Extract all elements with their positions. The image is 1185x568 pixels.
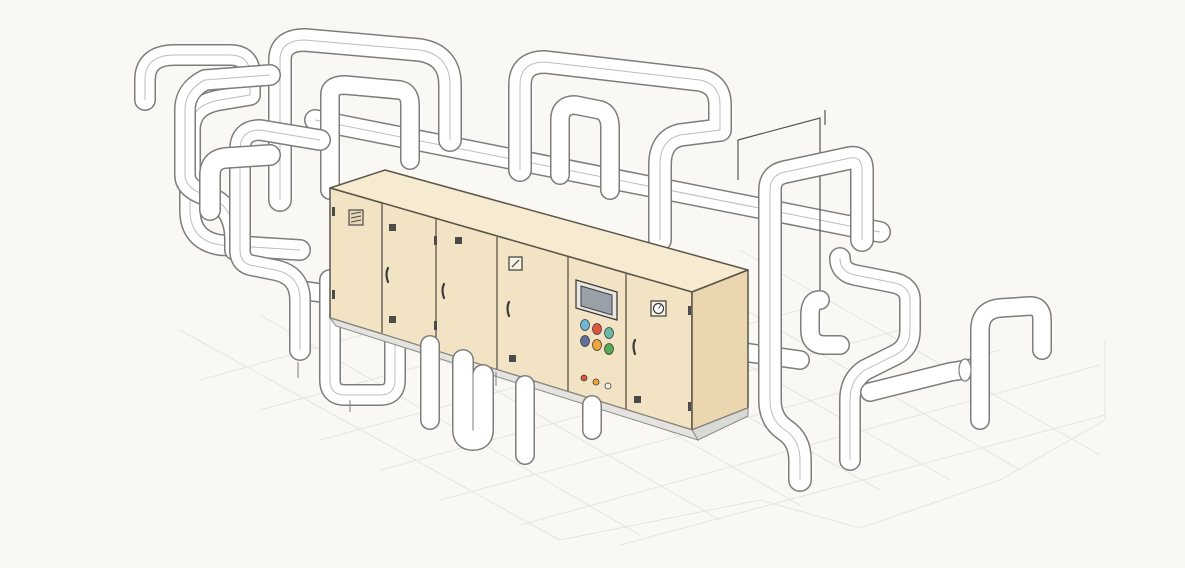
dial-gauge-icon xyxy=(650,300,667,317)
pipe-network-front xyxy=(297,145,1052,492)
control-button xyxy=(580,335,590,347)
vent-grille-icon xyxy=(348,209,364,226)
control-button xyxy=(604,343,614,355)
control-button xyxy=(592,323,602,335)
indicator-light xyxy=(580,374,588,382)
support-frame xyxy=(737,110,826,300)
pipe-network-left xyxy=(174,64,406,406)
cabinet-side xyxy=(691,269,749,431)
control-cabinet xyxy=(328,169,749,441)
pipe-flange xyxy=(958,358,972,382)
indicator-light xyxy=(604,382,612,390)
hinge-icon xyxy=(332,207,691,411)
door-handle-icon xyxy=(385,266,637,356)
hmi-screen-icon xyxy=(575,279,618,321)
door-latch-squares xyxy=(389,224,641,403)
indicator-light xyxy=(592,378,600,386)
control-button xyxy=(580,319,590,331)
meter-icon xyxy=(508,256,523,271)
control-button xyxy=(604,327,614,339)
control-button xyxy=(592,339,602,351)
control-buttons xyxy=(580,319,614,390)
